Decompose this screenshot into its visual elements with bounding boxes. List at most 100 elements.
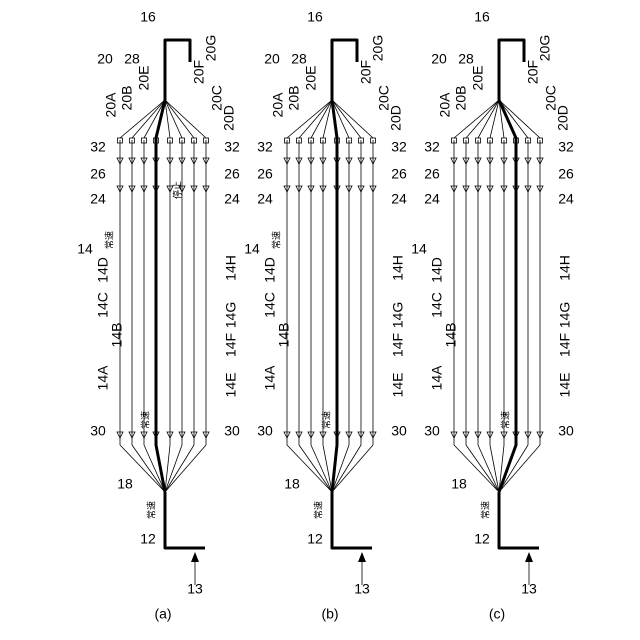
label-20G: 20G (370, 35, 386, 61)
label-20E: 20E (136, 66, 152, 91)
label-24: 24 (424, 191, 440, 207)
label-20E: 20E (470, 66, 486, 91)
label-30b: 30 (391, 423, 407, 439)
label-20B: 20B (119, 86, 135, 111)
label-32: 32 (90, 139, 106, 155)
arrow-13-head (191, 552, 199, 562)
label-14: 14 (77, 241, 93, 257)
label-14A: 14A (262, 365, 278, 391)
merge-line (499, 100, 540, 138)
label-24: 24 (257, 191, 273, 207)
label-14G: 14G (390, 302, 406, 328)
fan-line (466, 445, 499, 492)
status-annotation: 常速 (480, 501, 492, 519)
fan-line (499, 445, 540, 492)
status-annotation: 常速 (313, 501, 325, 519)
label-18: 18 (117, 476, 133, 492)
panel-caption: (a) (154, 606, 171, 622)
label-14: 14 (411, 241, 427, 257)
arrow-13-head (525, 552, 533, 562)
label-32b: 32 (558, 139, 574, 155)
label-14D: 14D (429, 257, 445, 283)
label-14E: 14E (390, 373, 406, 398)
fan-line (165, 445, 206, 492)
label-26b: 26 (391, 166, 407, 182)
label-14G: 14G (557, 302, 573, 328)
input-path-12 (165, 492, 205, 548)
label-13: 13 (521, 581, 537, 597)
label-20F: 20F (191, 60, 207, 84)
label-13: 13 (187, 581, 203, 597)
label-20: 20 (431, 51, 447, 67)
label-28: 28 (458, 51, 474, 67)
fan-line (311, 445, 332, 492)
status-annotation: 常速 (104, 231, 116, 249)
label-18: 18 (284, 476, 300, 492)
label-12: 12 (307, 531, 323, 547)
label-14E: 14E (223, 373, 239, 398)
fan-line (299, 445, 332, 492)
label-14B: 14B (109, 323, 125, 348)
label-20: 20 (97, 51, 113, 67)
label-30: 30 (257, 423, 273, 439)
label-13: 13 (354, 581, 370, 597)
label-14D: 14D (262, 257, 278, 283)
label-14F: 14F (557, 333, 573, 357)
label-14H: 14H (557, 255, 573, 281)
label-26: 26 (424, 166, 440, 182)
label-20F: 20F (358, 60, 374, 84)
label-30b: 30 (224, 423, 240, 439)
label-14D: 14D (95, 257, 111, 283)
label-14G: 14G (223, 302, 239, 328)
label-28: 28 (124, 51, 140, 67)
label-12: 12 (140, 531, 156, 547)
label-30: 30 (424, 423, 440, 439)
label-20G: 20G (203, 35, 219, 61)
label-30b: 30 (558, 423, 574, 439)
label-16: 16 (307, 9, 323, 25)
label-24b: 24 (224, 191, 240, 207)
label-28: 28 (291, 51, 307, 67)
label-24b: 24 (558, 191, 574, 207)
arrow-13-head (358, 552, 366, 562)
merge-line (478, 100, 499, 138)
label-20: 20 (264, 51, 280, 67)
label-26: 26 (90, 166, 106, 182)
label-26b: 26 (224, 166, 240, 182)
label-20D: 20D (555, 105, 571, 131)
label-14H: 14H (223, 255, 239, 281)
fan-line (332, 445, 373, 492)
label-14E: 14E (557, 373, 573, 398)
label-14A: 14A (95, 365, 111, 391)
label-24: 24 (90, 191, 106, 207)
label-16: 16 (474, 9, 490, 25)
label-26b: 26 (558, 166, 574, 182)
label-20G: 20G (537, 35, 553, 61)
label-26: 26 (257, 166, 273, 182)
label-14C: 14C (262, 292, 278, 318)
label-20B: 20B (453, 86, 469, 111)
label-24b: 24 (391, 191, 407, 207)
panel-c: 12131814162028242632302632302414A14B14C1… (411, 9, 574, 622)
input-path-12 (499, 492, 539, 548)
merge-line (332, 100, 373, 138)
label-20B: 20B (286, 86, 302, 111)
label-32: 32 (424, 139, 440, 155)
label-14B: 14B (443, 323, 459, 348)
label-14F: 14F (223, 333, 239, 357)
label-20E: 20E (303, 66, 319, 91)
status-annotation: 常速 (140, 411, 152, 429)
label-12: 12 (474, 531, 490, 547)
label-14A: 14A (429, 365, 445, 391)
input-path-12 (332, 492, 372, 548)
label-20A: 20A (437, 92, 453, 118)
label-14C: 14C (429, 292, 445, 318)
status-annotation: 常速 (146, 501, 158, 519)
label-20D: 20D (221, 105, 237, 131)
merge-line (466, 100, 499, 138)
label-20A: 20A (103, 92, 119, 118)
panel-caption: (c) (489, 606, 505, 622)
label-14H: 14H (390, 255, 406, 281)
status-annotation: 常速 (321, 411, 333, 429)
